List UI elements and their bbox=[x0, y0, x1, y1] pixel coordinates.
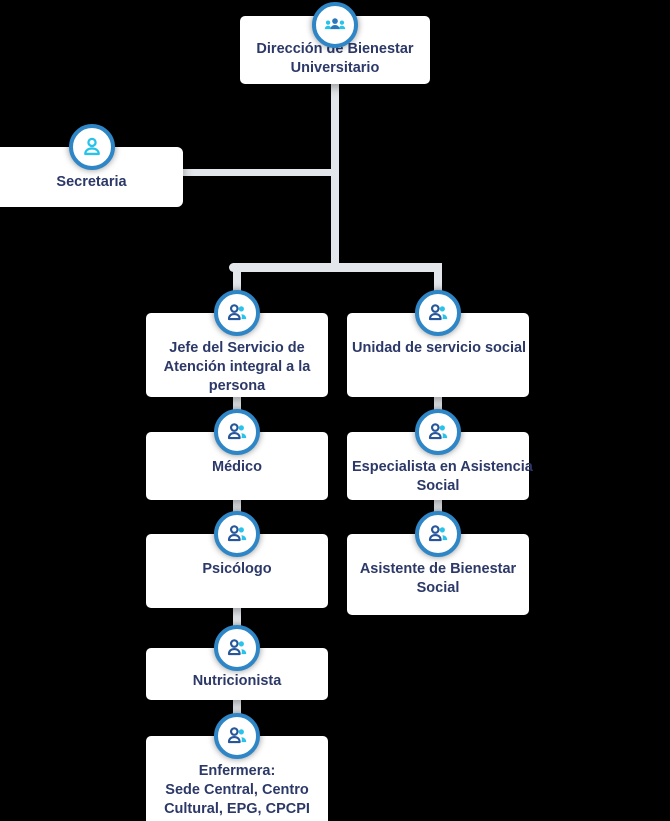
node-label-line: Especialista en Asistencia bbox=[352, 459, 533, 475]
node-label-line: Social bbox=[416, 580, 460, 596]
org-node-especialista-asistencia-social: Especialista en Asistencia Social bbox=[347, 409, 533, 500]
org-node-psicologo: Psicólogo bbox=[146, 511, 328, 608]
node-label-line: Enfermera: bbox=[198, 763, 276, 779]
node-label-line: Médico bbox=[212, 459, 262, 475]
connector-trunk bbox=[331, 84, 339, 268]
node-label-line: Universitario bbox=[290, 60, 380, 76]
node-label-line: Cultural, EPG, CPCPI bbox=[164, 801, 310, 817]
org-node-nutricionista: Nutricionista bbox=[146, 625, 328, 700]
org-node-unidad-servicio-social: Unidad de servicio social bbox=[347, 290, 529, 397]
people-icon bbox=[214, 713, 260, 759]
connector-drop-left bbox=[233, 263, 241, 315]
connector-branch bbox=[229, 263, 442, 272]
node-label-line: Atención integral a la bbox=[163, 359, 311, 375]
node-label-line: Jefe del Servicio de bbox=[169, 340, 305, 356]
node-label-line: Sede Central, Centro bbox=[165, 782, 309, 798]
node-label-line: persona bbox=[208, 378, 266, 394]
team-icon bbox=[312, 2, 358, 48]
org-node-enfermera-sedes: Enfermera: Sede Central, Centro Cultural… bbox=[146, 713, 328, 821]
node-label-line: Secretaria bbox=[56, 174, 127, 190]
node-label-line: Nutricionista bbox=[192, 673, 282, 689]
person-icon bbox=[68, 124, 115, 170]
node-label-line: Social bbox=[416, 478, 460, 494]
people-icon bbox=[214, 625, 260, 671]
connector-secretaria bbox=[180, 169, 336, 176]
org-node-medico: Médico bbox=[146, 409, 328, 500]
people-icon bbox=[415, 409, 461, 455]
people-icon bbox=[415, 290, 461, 336]
people-icon bbox=[214, 290, 260, 336]
connector-drop-right bbox=[434, 263, 442, 315]
people-icon bbox=[214, 409, 260, 455]
node-label-line: Unidad de servicio social bbox=[352, 340, 527, 356]
node-label-line: Dirección de Bienestar bbox=[256, 41, 414, 57]
org-node-jefe-servicio-atencion-integral: Jefe del Servicio de Atención integral a… bbox=[146, 290, 328, 397]
people-icon bbox=[415, 511, 461, 557]
org-node-asistente-bienestar-social: Asistente de Bienestar Social bbox=[347, 511, 529, 615]
org-node-direccion-bienestar-universitario: Dirección de Bienestar Universitario bbox=[240, 2, 430, 84]
people-icon bbox=[214, 511, 260, 557]
org-node-secretaria: Secretaria bbox=[0, 124, 183, 207]
node-label-line: Asistente de Bienestar bbox=[359, 561, 517, 577]
node-label-line: Psicólogo bbox=[202, 561, 272, 577]
